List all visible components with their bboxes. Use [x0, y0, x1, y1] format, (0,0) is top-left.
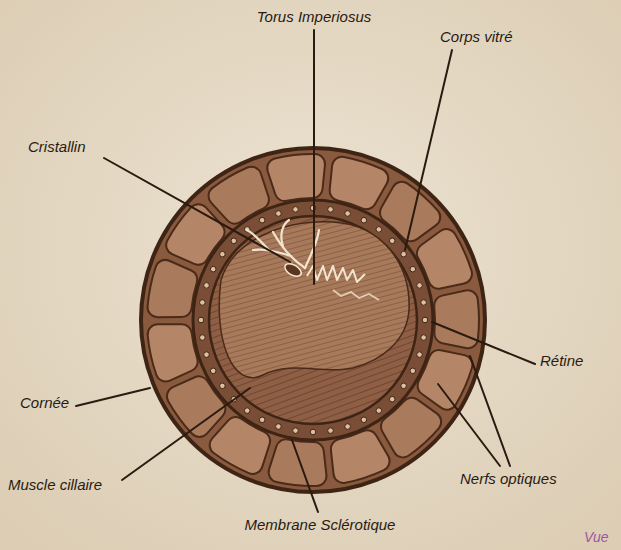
part-label: Cornée [20, 394, 69, 412]
retina-bead [200, 335, 206, 341]
retina-bead [345, 424, 351, 430]
retina-bead [401, 383, 407, 389]
part-label: Torus Imperiosus [257, 8, 372, 26]
retina-bead [210, 368, 216, 374]
retina-bead [361, 417, 367, 423]
leader-line [104, 158, 290, 262]
leader-lines [76, 30, 535, 512]
retina-bead [220, 251, 226, 257]
retina-bead [389, 238, 395, 244]
cornea-lobe [148, 260, 198, 317]
leader-line [313, 30, 315, 284]
retina-bead [389, 396, 395, 402]
retina-bead [422, 317, 428, 323]
retina-bead [410, 266, 416, 272]
part-label: Corps vitré [440, 28, 513, 46]
part-label: Muscle cillaire [8, 476, 102, 494]
leader-line [438, 384, 500, 466]
part-label: Membrane Sclérotique [245, 516, 396, 534]
leader-line [432, 322, 535, 364]
leader-line [470, 356, 510, 466]
retina-bead [376, 227, 382, 233]
retina-bead [204, 283, 210, 289]
leader-line [292, 440, 318, 512]
retina-bead [231, 238, 237, 244]
retina-bead [421, 335, 427, 341]
part-label: Vue [584, 528, 609, 546]
retina-bead [244, 408, 250, 414]
retina-bead [293, 207, 299, 213]
retina-bead [198, 317, 204, 323]
retina-bead [204, 352, 210, 358]
retina-bead [200, 300, 206, 306]
cornea-lobe [434, 290, 479, 348]
leader-line [405, 50, 452, 250]
cornea-lobe [148, 324, 198, 381]
retina-bead [421, 300, 427, 306]
retina-bead [417, 352, 423, 358]
retina-bead [376, 408, 382, 414]
lens-symbol [283, 261, 304, 279]
leader-line [122, 388, 250, 480]
leader-line [76, 388, 150, 406]
retina-bead [361, 217, 367, 223]
torus-zigzag [333, 290, 379, 300]
cornea-lobe [267, 154, 325, 201]
part-label: Rétine [540, 352, 583, 370]
retina-bead [259, 417, 265, 423]
retina-bead [401, 251, 407, 257]
retina-bead [328, 207, 334, 213]
torus-zigzag [307, 266, 365, 282]
retina-bead [293, 428, 299, 434]
retina-bead [417, 283, 423, 289]
retina-bead [276, 211, 282, 217]
part-label: Cristallin [28, 138, 86, 156]
retina-bead [328, 428, 334, 434]
cornea-lobe [269, 439, 327, 486]
retina-bead [259, 217, 265, 223]
retina-bead [310, 429, 316, 435]
retina-bead [276, 424, 282, 430]
retina-bead [220, 383, 226, 389]
retina-bead [210, 266, 216, 272]
retina-bead [345, 211, 351, 217]
part-label: Nerfs optiques [460, 470, 557, 488]
retina-bead [410, 368, 416, 374]
